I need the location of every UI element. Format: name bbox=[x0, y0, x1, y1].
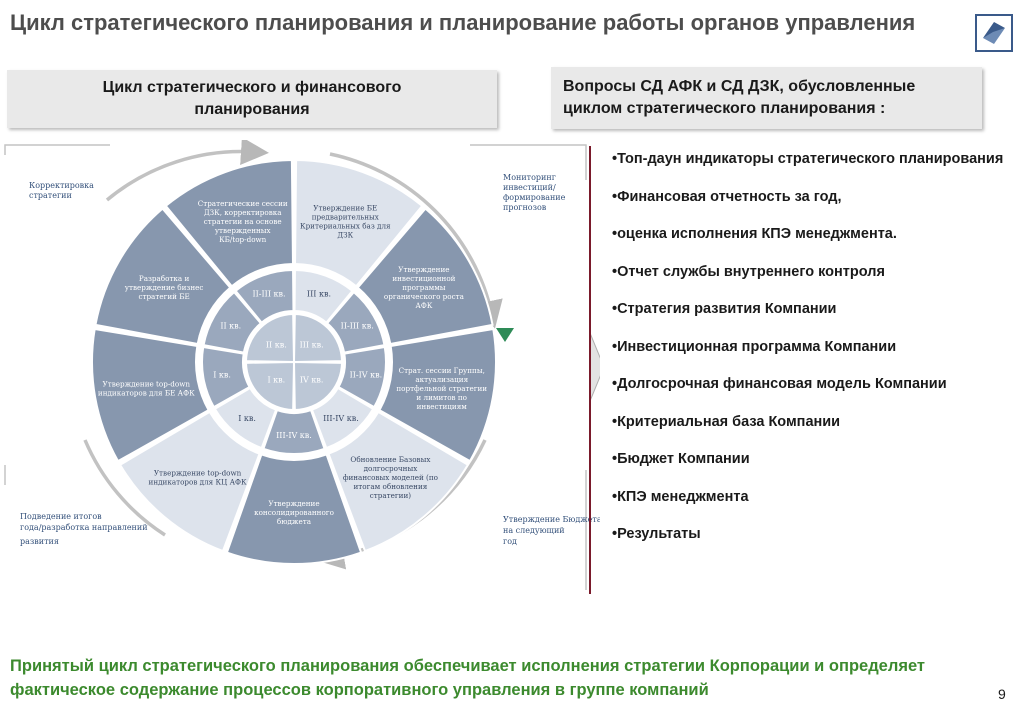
center-quarter-label: III кв. bbox=[300, 340, 324, 349]
list-item: •Отчет службы внутреннего контроля bbox=[612, 263, 885, 280]
right-header-text: Вопросы СД АФК и СД ДЗК, обусловленные ц… bbox=[563, 78, 916, 117]
middle-segment bbox=[202, 290, 263, 354]
outer-segment bbox=[378, 327, 497, 463]
middle-segment bbox=[234, 268, 295, 324]
left-header-text: Цикл стратегического и финансового плани… bbox=[102, 79, 402, 118]
outer-segment bbox=[118, 410, 261, 553]
side-label-top-left: Корректировка стратегии bbox=[29, 181, 97, 200]
ring-gap bbox=[196, 264, 392, 460]
side-labels: Корректировка стратегии Мониторинг инвес… bbox=[20, 173, 600, 546]
list-item: •Результаты bbox=[612, 526, 701, 542]
list-item: •Бюджет Компании bbox=[612, 451, 750, 467]
middle-segment bbox=[201, 345, 251, 409]
list-item: •оценка исполнения КПЭ менеджмента. bbox=[612, 226, 897, 242]
list-item: •Критериальная база Компании bbox=[612, 413, 841, 430]
middle-segment-label: II-III кв. bbox=[341, 322, 374, 331]
side-label-tl-2: стратегии bbox=[29, 191, 72, 200]
center-quarter-label: I кв. bbox=[267, 376, 285, 385]
list-item: •КПЭ менеджмента bbox=[612, 488, 749, 505]
outer-segment bbox=[225, 453, 363, 565]
list-item: •Долгосрочная финансовая модель Компании bbox=[612, 376, 947, 392]
list-item: •Инвестиционная программа Компании bbox=[612, 338, 897, 355]
middle-segment-label: III-IV кв. bbox=[323, 414, 359, 423]
outer-segment bbox=[164, 159, 294, 288]
middle-segment-label: II кв. bbox=[220, 322, 241, 331]
center-quarter-label: II кв. bbox=[266, 340, 287, 349]
page-title: Цикл стратегического планирования и план… bbox=[10, 10, 916, 35]
divider-chevron bbox=[589, 332, 600, 402]
middle-segment bbox=[310, 386, 375, 450]
middle-segment bbox=[293, 268, 354, 324]
middle-segment-label: I кв. bbox=[213, 371, 231, 380]
middle-segment bbox=[262, 408, 326, 455]
outer-segment bbox=[91, 327, 210, 463]
company-logo bbox=[975, 14, 1013, 52]
middle-segment-label: III кв. bbox=[307, 289, 331, 298]
side-label-tl-1: Корректировка bbox=[29, 181, 94, 190]
middle-segment-label: II-III кв. bbox=[252, 289, 285, 298]
side-label-bottom-right: Утверждение Бюджета на следующий год bbox=[503, 515, 600, 546]
right-header-box: Вопросы СД АФК и СД ДЗК, обусловленные ц… bbox=[551, 67, 982, 129]
list-item: •Финансовая отчетность за год, bbox=[612, 188, 842, 205]
middle-segment bbox=[337, 345, 387, 409]
center-quarter-label: IV кв. bbox=[300, 376, 324, 385]
footer-statement: Принятый цикл стратегического планирован… bbox=[10, 657, 926, 699]
outer-segment bbox=[94, 207, 232, 346]
center-quarter bbox=[292, 360, 344, 412]
list-item: •Топ-даун индикаторы стратегического пла… bbox=[612, 151, 1004, 167]
side-label-bottom-left: Подведение итогов года/разработка направ… bbox=[20, 512, 150, 546]
outer-segment bbox=[294, 159, 424, 288]
outer-segment bbox=[327, 410, 470, 553]
questions-list: •Топ-даун индикаторы стратегического пла… bbox=[612, 148, 1012, 561]
left-header-box: Цикл стратегического и финансового плани… bbox=[7, 70, 497, 128]
middle-segment bbox=[325, 290, 386, 354]
green-marker bbox=[496, 328, 514, 342]
outer-segment bbox=[356, 207, 494, 346]
divider-line bbox=[589, 146, 591, 594]
middle-segment-label: II-IV кв. bbox=[350, 371, 383, 380]
page-number: 9 bbox=[998, 686, 1006, 702]
middle-segment-label: III-IV кв. bbox=[276, 431, 312, 440]
middle-segment-label: I кв. bbox=[238, 414, 256, 423]
list-item: •Стратегия развития Компании bbox=[612, 301, 837, 317]
middle-segment bbox=[213, 386, 278, 450]
corner-brackets bbox=[4, 144, 587, 590]
side-label-top-right: Мониторинг инвестиций/ формирование прог… bbox=[503, 173, 568, 212]
